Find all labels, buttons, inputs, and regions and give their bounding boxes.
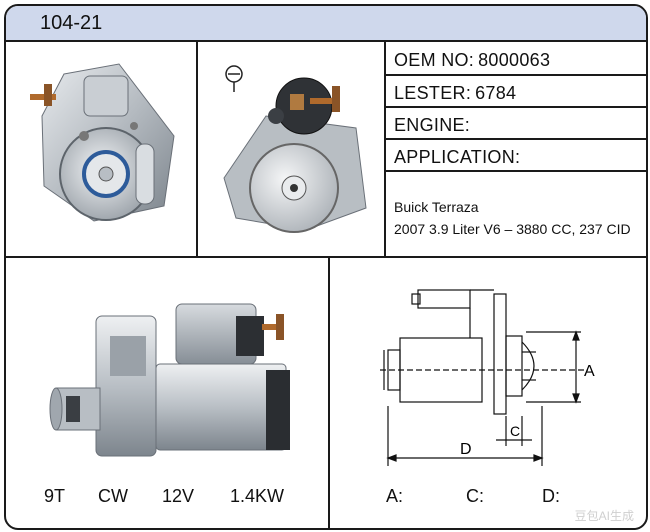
engine-label: ENGINE: [394, 115, 471, 135]
divider-bottom [328, 256, 330, 528]
oem-label: OEM NO: [394, 50, 475, 70]
dimension-d-field: D: [542, 486, 560, 506]
divider-spec-2 [384, 106, 646, 108]
divider-spec-4 [384, 170, 646, 172]
lester-label: LESTER: [394, 83, 472, 103]
dimension-c-field: C: [466, 486, 484, 506]
dimension-c-label: C [510, 423, 520, 439]
voltage-value: 12V [162, 486, 195, 506]
starter-side-photo [49, 303, 290, 457]
application-details: Buick Terraza 2007 3.9 Liter V6 – 3880 C… [394, 196, 631, 240]
watermark-text: 豆包AI生成 [574, 509, 634, 523]
application-label: APPLICATION: [394, 147, 521, 167]
starter-rear-photo [223, 65, 367, 233]
oem-row: OEM NO:8000063 [394, 50, 550, 71]
application-line-vehicle: Buick Terraza [394, 199, 479, 215]
dimension-a-label: A [584, 363, 595, 380]
part-number-title: 104-21 [40, 12, 103, 34]
dimension-a-field: A: [386, 486, 404, 506]
application-row: APPLICATION: [394, 147, 520, 168]
divider-top-2 [384, 40, 386, 258]
divider-spec-3 [384, 138, 646, 140]
oem-value: 8000063 [478, 50, 551, 70]
dimension-diagram: A C D [380, 289, 595, 466]
divider-middle [6, 256, 646, 258]
lester-row: LESTER:6784 [394, 83, 516, 104]
application-line-engine: 2007 3.9 Liter V6 – 3880 CC, 237 CID [394, 221, 631, 237]
starter-front-photo [30, 63, 175, 222]
divider-top-1 [196, 40, 198, 258]
teeth-value: 9T [44, 486, 66, 506]
engine-row: ENGINE: [394, 115, 474, 136]
product-spec-card: 104-21 [4, 4, 648, 530]
dimension-d-label: D [460, 441, 472, 458]
divider-spec-1 [384, 74, 646, 76]
rotation-symbol-icon [225, 65, 243, 92]
header-bar: 104-21 [6, 6, 646, 42]
rotation-value: CW [98, 486, 128, 506]
power-value: 1.4KW [230, 486, 285, 506]
lester-value: 6784 [475, 83, 517, 103]
